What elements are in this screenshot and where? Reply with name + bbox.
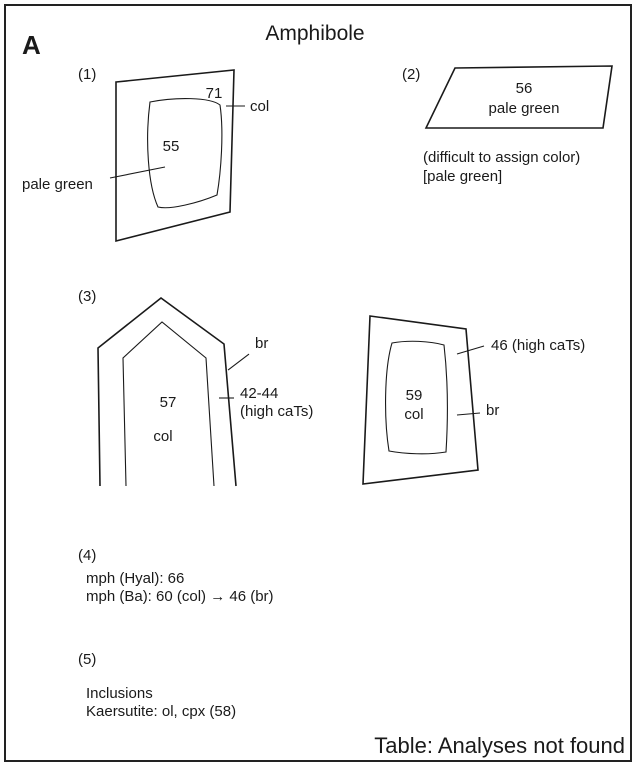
- crystal-2-note-line-1: (difficult to assign color): [423, 149, 580, 166]
- section-4-number: (4): [78, 547, 96, 564]
- figure-title: Amphibole: [265, 22, 364, 45]
- crystal-3a-rim-leader: [228, 354, 249, 370]
- crystal-2-outline: [426, 66, 612, 128]
- crystal-3b-rim-leader: [457, 413, 480, 415]
- crystal-2-note-line-2: [pale green]: [423, 168, 502, 185]
- section-3-number: (3): [78, 288, 96, 305]
- section-2-number: (2): [402, 66, 420, 83]
- section-4-line-1: mph (Hyal): 66: [86, 570, 184, 587]
- section-5-number: (5): [78, 651, 96, 668]
- crystal-3b-rim-label: br: [486, 402, 499, 419]
- crystal-3a-rim-value: 42-44: [240, 385, 278, 402]
- crystal-2-value: 56: [516, 80, 533, 97]
- section-1-number: (1): [78, 66, 96, 83]
- crystal-3a-core-label: col: [153, 428, 172, 445]
- crystal-3b-rim-value-leader: [457, 346, 484, 354]
- crystal-1-rim-label: col: [250, 98, 269, 115]
- crystal-3a-rim-label: br: [255, 335, 268, 352]
- crystal-1-core: [148, 99, 222, 208]
- section-5-line-1: Inclusions: [86, 685, 153, 702]
- crystal-1-core-leader: [110, 167, 165, 178]
- section-5-line-2: Kaersutite: ol, cpx (58): [86, 703, 236, 720]
- crystal-3b-rim-value-label: 46 (high caTs): [491, 337, 585, 354]
- crystal-3b-core-value: 59: [406, 387, 423, 404]
- crystal-3b-core-label: col: [404, 406, 423, 423]
- section-2: (2) 56 pale green (difficult to assign c…: [402, 66, 612, 185]
- crystal-1-rim-value: 71: [206, 85, 223, 102]
- section-4-line-2: mph (Ba): 60 (col) → 46 (br): [86, 588, 274, 605]
- section-3: (3) br 42-44 (high caTs) 57 col 46 (high…: [78, 288, 585, 486]
- section-5: (5) Inclusions Kaersutite: ol, cpx (58): [78, 651, 236, 720]
- crystal-1-core-label: pale green: [22, 176, 93, 193]
- section-4: (4) mph (Hyal): 66 mph (Ba): 60 (col) → …: [78, 547, 274, 605]
- crystal-1-core-value: 55: [163, 138, 180, 155]
- panel-letter: A: [22, 30, 41, 60]
- footer-note: Table: Analyses not found: [374, 733, 625, 758]
- section-1: (1) 71 col 55 pale green: [22, 66, 269, 241]
- crystal-2-color: pale green: [489, 100, 560, 117]
- crystal-3a-rim-note: (high caTs): [240, 403, 313, 420]
- crystal-3a-core-value: 57: [160, 394, 177, 411]
